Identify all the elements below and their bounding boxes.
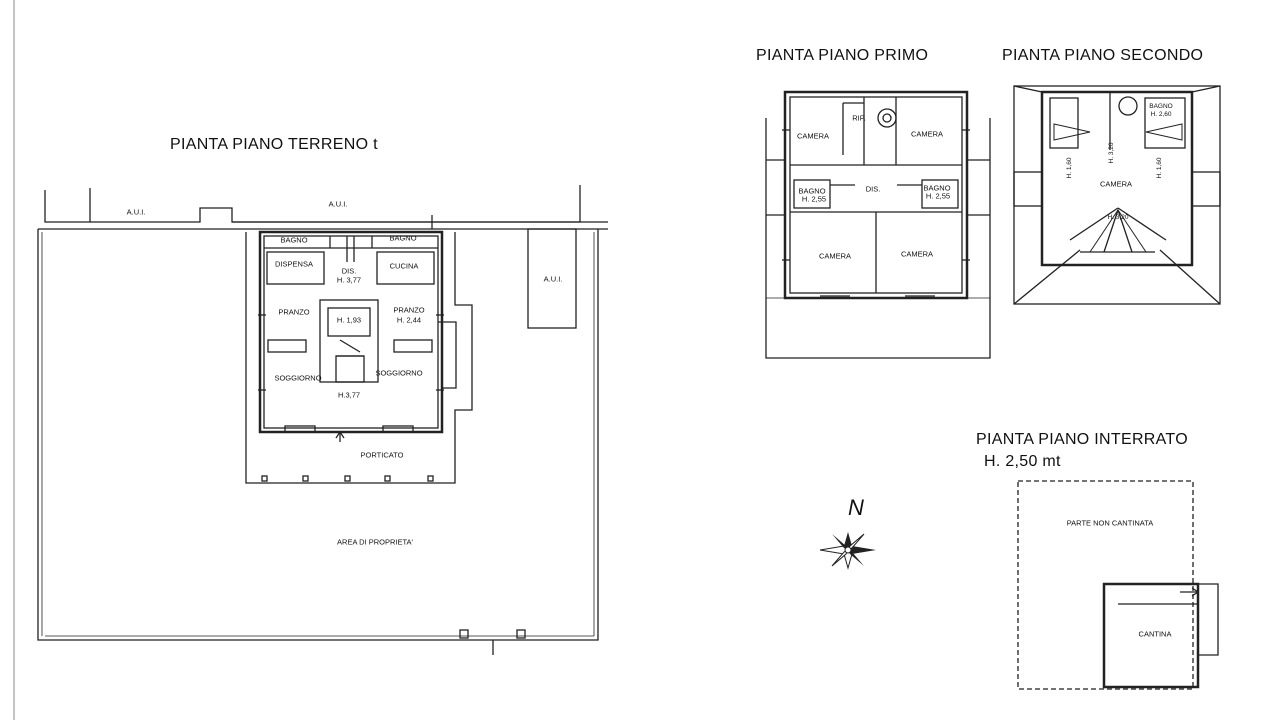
ground-aui-left: A.U.I.	[126, 207, 146, 217]
basement-cantina: CANTINA	[1138, 629, 1172, 639]
second-h320-top: H. 3,20	[1107, 142, 1115, 164]
first-bagno-left: BAGNO	[798, 186, 826, 196]
compass-rose	[819, 532, 876, 570]
second-bagno-height: H. 2,60	[1150, 110, 1172, 118]
ground-floor-plan	[37, 185, 608, 655]
ground-soggiorno-left: SOGGIORNO	[274, 373, 322, 383]
basement-floor-title: PIANTA PIANO INTERRATO	[976, 431, 1188, 448]
ground-bagno-left: BAGNO	[280, 235, 308, 245]
first-camera-br: CAMERA	[900, 249, 934, 259]
ground-stair-height: H. 1,93	[336, 315, 362, 325]
ground-dis-height: H. 3,77	[336, 275, 362, 285]
ground-cucina: CUCINA	[389, 261, 419, 271]
ground-aui-top: A.U.I.	[328, 199, 348, 209]
first-bagno-left-height: H. 2,55	[801, 194, 827, 204]
first-camera-bl: CAMERA	[818, 251, 852, 261]
ground-pranzo-right-height: H. 2,44	[396, 315, 422, 325]
ground-dis: DIS.	[341, 266, 357, 276]
ground-soggiorno-right: SOGGIORNO	[375, 368, 423, 378]
second-camera: CAMERA	[1099, 179, 1133, 189]
first-bagno-right: BAGNO	[923, 183, 951, 193]
second-h320-bottom: H. 3,20	[1107, 213, 1129, 221]
first-dis: DIS.	[865, 184, 881, 194]
ground-area-proprieta: AREA DI PROPRIETA'	[337, 537, 413, 547]
ground-soggiorno-height: H.3,77	[337, 390, 361, 400]
compass-north-label: N	[848, 495, 864, 520]
second-floor-title: PIANTA PIANO SECONDO	[1002, 47, 1204, 64]
ground-porticato: PORTICATO	[360, 450, 404, 460]
ground-bagno-right: BAGNO	[389, 233, 417, 243]
basement-height-label: H. 2,50 mt	[984, 453, 1061, 470]
second-h160-left: H. 1,60	[1065, 157, 1073, 179]
second-floor-plan	[1013, 85, 1221, 305]
first-floor-title: PIANTA PIANO PRIMO	[756, 47, 929, 64]
basement-parte-non-cantinata: PARTE NON CANTINATA	[1066, 518, 1154, 528]
second-bagno: BAGNO	[1149, 102, 1173, 110]
ground-dispensa: DISPENSA	[275, 259, 313, 269]
first-camera-tr: CAMERA	[910, 129, 944, 139]
ground-aui-right: A.U.I.	[543, 274, 563, 284]
first-camera-tl: CAMERA	[796, 131, 830, 141]
first-floor-plan	[765, 90, 991, 359]
first-bagno-right-height: H. 2,55	[925, 191, 951, 201]
basement-plan	[1017, 480, 1219, 690]
ground-pranzo-left: PRANZO	[278, 307, 310, 317]
ground-pranzo-right: PRANZO	[393, 305, 425, 315]
ground-floor-title: PIANTA PIANO TERRENO t	[170, 136, 378, 153]
first-rip: RIP.	[852, 113, 866, 123]
second-h160-right: H. 1,60	[1155, 157, 1163, 179]
